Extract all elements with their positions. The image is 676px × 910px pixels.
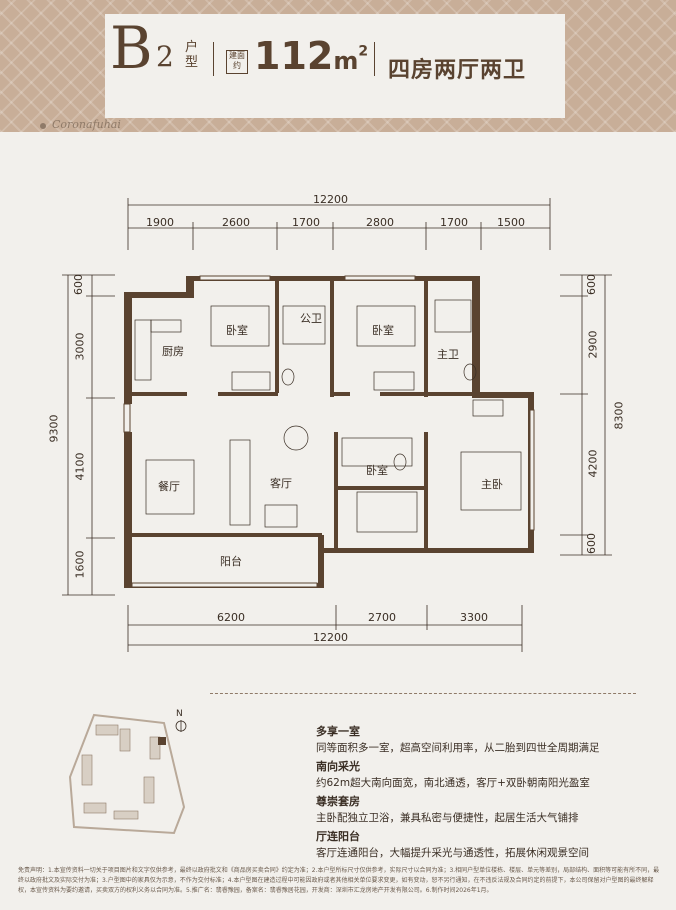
room-living: 客厅	[270, 477, 292, 490]
dim-top-seg: 2800	[366, 216, 394, 229]
dim-bottom-total: 12200	[313, 631, 348, 644]
feature-list: 多享一室 同等面积多一室，超高空间利用率，从二胎到四世全周期满足 南向采光 约6…	[316, 720, 656, 860]
dim-top-seg: 1700	[440, 216, 468, 229]
room-kitchen: 厨房	[162, 345, 184, 358]
dim-left-seg: 1600	[73, 550, 87, 579]
unit-description: 四房两厅两卫	[388, 58, 527, 83]
dim-right-seg: 2900	[586, 330, 600, 359]
room-bedroom: 卧室	[226, 324, 248, 337]
dim-left-total: 9300	[47, 414, 61, 443]
compass-north: N	[176, 709, 183, 719]
unit-code-letter: B	[110, 14, 153, 82]
title-band	[105, 14, 565, 118]
brand-signature: Coronafuhai	[52, 118, 121, 131]
dim-top-seg: 1500	[497, 216, 525, 229]
feature-title: 南向采光	[316, 760, 360, 773]
feature-text: 同等面积多一室，超高空间利用率，从二胎到四世全周期满足	[316, 742, 600, 754]
room-bedroom: 卧室	[372, 324, 394, 337]
floor-plan	[62, 198, 612, 652]
title-separator	[213, 42, 214, 76]
dim-right-total: 8300	[612, 401, 626, 430]
dim-bottom-seg: 3300	[460, 611, 488, 624]
room-master-bath: 主卫	[437, 348, 459, 361]
dim-bottom-seg: 6200	[217, 611, 245, 624]
feature-title: 尊崇套房	[316, 795, 360, 808]
feature-text: 主卧配独立卫浴，兼具私密与便捷性，起居生活大气铺排	[316, 812, 579, 824]
dim-top-seg: 1900	[146, 216, 174, 229]
unit-type-label: 户型	[185, 40, 199, 70]
feature-text: 客厅连通阳台，大幅提升采光与通透性，拓展休闲观景空间	[316, 847, 589, 859]
title-separator	[374, 42, 375, 76]
section-divider	[210, 693, 636, 694]
room-balcony: 阳台	[220, 555, 242, 568]
dim-right-seg: 600	[585, 533, 598, 554]
dim-top-seg: 1700	[292, 216, 320, 229]
area-unit: m	[333, 47, 359, 75]
room-bedroom: 卧室	[366, 464, 388, 477]
dim-top-seg: 2600	[222, 216, 250, 229]
unit-code-number: 2	[156, 40, 174, 73]
dim-left-seg: 600	[72, 274, 85, 295]
room-public-bath: 公卫	[300, 312, 322, 325]
area-superscript: 2	[358, 43, 369, 60]
room-master-bedroom: 主卧	[481, 478, 503, 491]
dim-right-seg: 4200	[586, 449, 600, 478]
compass-icon	[175, 720, 187, 732]
area-number: 112	[254, 34, 334, 78]
dim-right-seg: 600	[585, 274, 598, 295]
dim-left-seg: 4100	[73, 452, 87, 481]
area-label: 建面约	[226, 50, 248, 74]
dim-left-seg: 3000	[73, 332, 87, 361]
feature-text: 约62m超大南向面宽，南北通透，客厅+双卧朝南阳光盈室	[316, 777, 590, 789]
disclaimer: 免责声明：1.本宣传资料一切关于项目图片和文字仅供参考，最终以政府批文和《商品房…	[18, 867, 660, 894]
dim-bottom-seg: 2700	[368, 611, 396, 624]
area-value: 112m2	[254, 34, 368, 78]
room-dining: 餐厅	[158, 480, 180, 493]
brand-logo-icon	[40, 123, 46, 129]
feature-title: 多享一室	[316, 725, 360, 738]
feature-title: 厅连阳台	[316, 830, 360, 843]
site-map	[68, 713, 186, 835]
dim-top-total: 12200	[313, 193, 348, 206]
